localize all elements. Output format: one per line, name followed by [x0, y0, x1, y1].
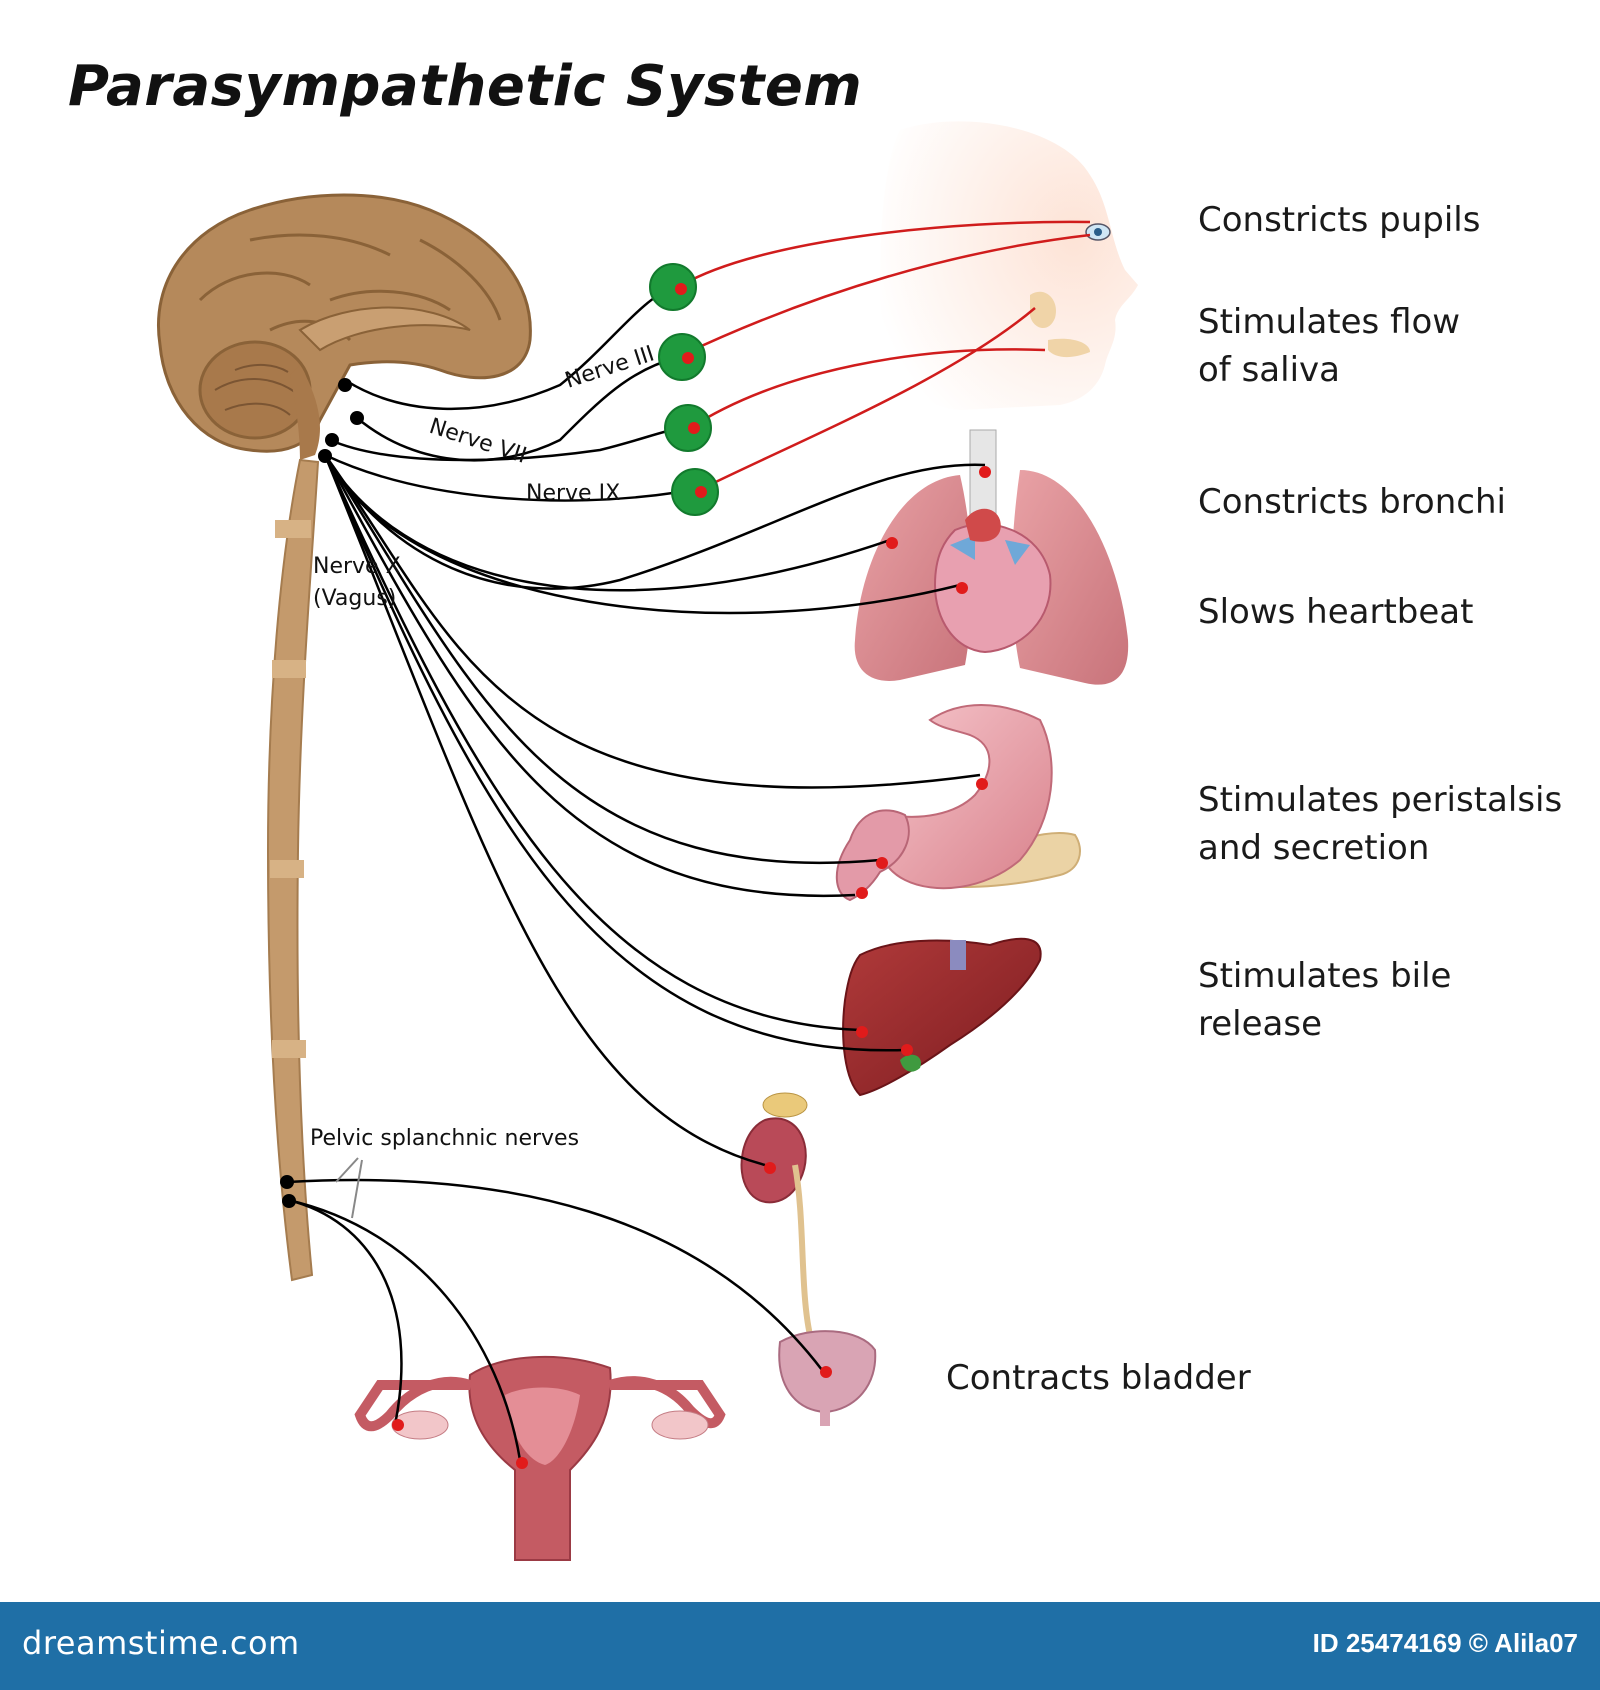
effect-bladder: Contracts bladder [946, 1358, 1251, 1398]
ganglion-pterygopalatine [658, 333, 706, 381]
preganglionic-nerves [287, 286, 986, 1461]
liver-illustration [842, 937, 1042, 1097]
face-illustration [880, 121, 1138, 410]
spinal-segments [270, 520, 311, 1058]
label-nerve-ix: Nerve IX [526, 481, 620, 506]
label-nerve-x-vagus: (Vagus) [313, 586, 396, 611]
ganglion-ciliary [649, 263, 697, 311]
kidney-bladder-illustration [740, 1092, 877, 1426]
label-pelvic-splanchnic: Pelvic splanchnic nerves [310, 1126, 579, 1151]
label-nerve-x: Nerve X [313, 554, 401, 579]
footer-image-id: ID 25474169 © Alila07 [1312, 1628, 1578, 1658]
stomach-pancreas-illustration [835, 704, 1081, 902]
synapse-points [392, 466, 991, 1469]
label-nerve-iii: Nerve III [562, 341, 657, 393]
footer-bar: dreamstime.com ID 25474169 © Alila07 [0, 1602, 1600, 1690]
effect-saliva: Stimulates flow of saliva [1198, 302, 1461, 390]
brain-illustration [157, 193, 532, 460]
lungs-heart-illustration [854, 429, 1129, 685]
effect-heart: Slows heartbeat [1198, 592, 1474, 632]
pelvic-pointer-lines [335, 1157, 363, 1219]
effect-bile: Stimulates bile release [1198, 956, 1452, 1044]
ganglia [649, 263, 719, 516]
nerve-origin-points [280, 378, 364, 1208]
diagram-title: Parasympathetic System [68, 54, 863, 119]
effect-pupils: Constricts pupils [1198, 200, 1481, 240]
postganglionic-nerves [681, 220, 1091, 494]
footer-brand[interactable]: dreamstime.com [22, 1624, 300, 1662]
effect-peristalsis: Stimulates peristalsis and secretion [1198, 780, 1563, 868]
uterus-illustration [354, 1355, 726, 1561]
effect-bronchi: Constricts bronchi [1198, 482, 1506, 522]
